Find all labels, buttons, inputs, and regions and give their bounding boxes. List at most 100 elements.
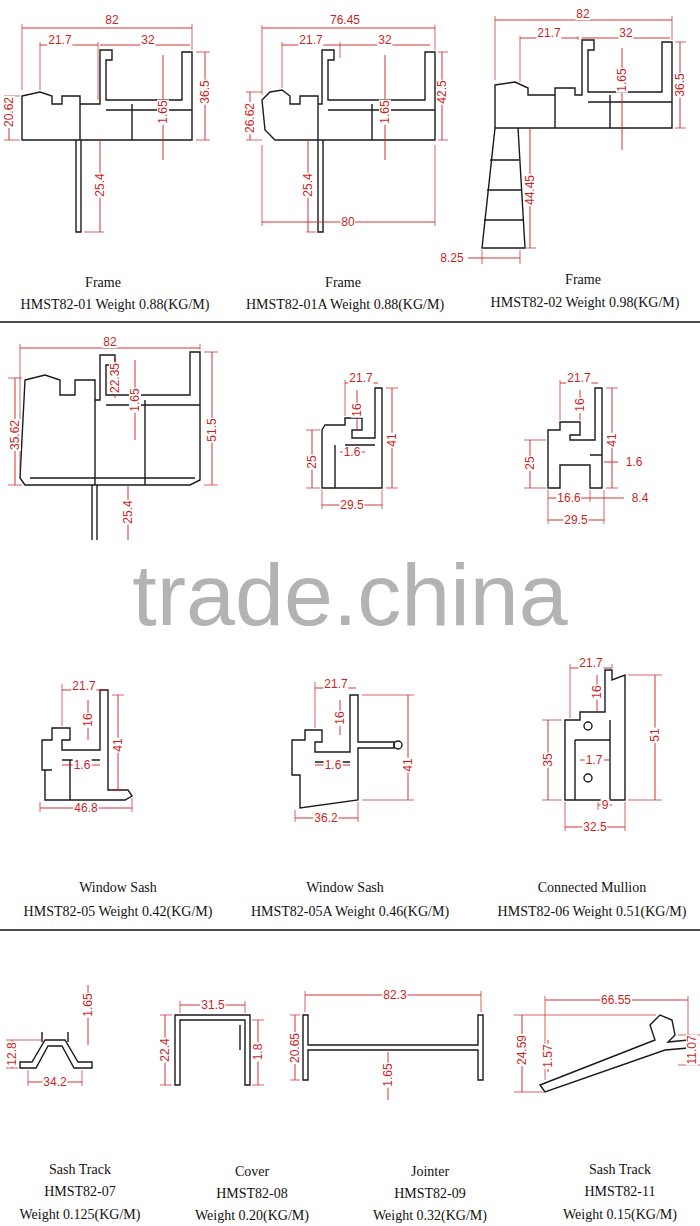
dimension-label: 1.6 <box>625 456 644 468</box>
dimension-line <box>312 383 392 505</box>
profile-outline <box>584 722 592 730</box>
dimension-label: 42.5 <box>436 79 448 104</box>
dimension-label: 1.65 <box>82 992 94 1017</box>
part-caption: Sash Track <box>48 1163 112 1177</box>
profile-outline <box>565 670 625 800</box>
dimension-label: 16 <box>82 712 94 727</box>
dimension-label: 16 <box>574 397 586 412</box>
dimension-label: 22.35 <box>109 362 121 394</box>
dimension-label: 1.65 <box>379 99 391 124</box>
dimension-label: 25.4 <box>122 499 134 524</box>
extension-line <box>542 664 662 831</box>
dimension-label: 34.2 <box>42 1076 67 1088</box>
part-caption: Window Sash <box>78 881 158 895</box>
dimension-label: 21.7 <box>566 372 591 384</box>
dimension-label: 32 <box>140 34 155 46</box>
dimension-line <box>295 995 481 1100</box>
dimension-label: 20.65 <box>289 1032 301 1064</box>
part-caption: Cover <box>234 1165 270 1179</box>
part-caption: HMST82-09 <box>393 1187 467 1201</box>
dimension-line <box>165 1005 258 1085</box>
dimension-label: 16.6 <box>556 492 581 504</box>
profile-outline <box>584 774 592 782</box>
dimension-label: 1.65 <box>382 1062 394 1087</box>
dimension-label: 80 <box>340 216 355 228</box>
part-caption: HMST82-05 Weight 0.42(KG/M) <box>23 905 214 919</box>
dimension-label: 82.3 <box>382 989 407 1001</box>
part-caption: Sash Track <box>588 1163 652 1177</box>
dimension-line <box>295 688 408 818</box>
separator-line <box>0 322 700 930</box>
extension-line <box>482 16 686 264</box>
dimension-line <box>468 20 680 258</box>
dimension-label: 32 <box>377 34 392 46</box>
profile-outline <box>42 690 132 800</box>
dimension-label: 8.25 <box>439 252 464 264</box>
dimension-label: 24.59 <box>516 1034 528 1066</box>
part-caption: Jointer <box>410 1165 450 1179</box>
part-caption: HMST82-07 <box>43 1185 117 1199</box>
extension-line <box>306 380 398 509</box>
profile-outline <box>540 1015 688 1092</box>
part-caption: HMST82-02 Weight 0.98(KG/M) <box>490 296 681 310</box>
extension-line <box>524 380 618 524</box>
dimension-label: 44.45 <box>524 174 536 206</box>
part-caption: Weight 0.125(KG/M) <box>19 1208 142 1222</box>
watermark: trade.china <box>132 551 567 639</box>
dimension-line <box>548 668 655 827</box>
extension-line <box>514 996 700 1092</box>
dimension-label: 36.5 <box>674 72 686 97</box>
dimension-label: 31.5 <box>200 999 225 1011</box>
extension-line <box>4 24 210 232</box>
dimension-label: 35 <box>542 752 554 767</box>
dimension-label: 21.7 <box>323 678 348 690</box>
dimension-label: 11.07 <box>686 1034 698 1065</box>
dimension-label: 1.6 <box>324 759 343 771</box>
part-caption: Connected Mullion <box>537 881 648 895</box>
extension-line <box>160 1001 264 1085</box>
part-caption: HMST82-08 <box>215 1187 289 1201</box>
dimension-label: 9 <box>601 799 610 811</box>
dimension-label: 16 <box>591 684 603 699</box>
dimension-label: 51.5 <box>206 417 218 442</box>
dimension-label: 1.65 <box>157 99 169 124</box>
part-caption: Weight 0.15(KG/M) <box>562 1208 678 1222</box>
dimension-label: 20.62 <box>3 96 15 128</box>
extension-line <box>295 682 414 822</box>
dimension-label: 1.6 <box>73 759 92 771</box>
part-caption: Weight 0.20(KG/M) <box>194 1209 310 1223</box>
dimension-label: 32.5 <box>582 821 607 833</box>
profile-outline <box>20 352 200 540</box>
part-caption: HMST82-11 <box>583 1185 656 1199</box>
part-caption: HMST82-05A Weight 0.46(KG/M) <box>250 905 450 919</box>
dimension-label: 41 <box>606 432 618 447</box>
extension-line <box>246 25 448 232</box>
dimension-label: 29.5 <box>563 514 588 526</box>
profile-outline <box>482 40 672 248</box>
dimension-label: 66.55 <box>600 994 632 1006</box>
dimension-label: 21.7 <box>47 34 72 46</box>
part-caption: Frame <box>564 273 602 287</box>
part-caption: Frame <box>84 276 122 290</box>
dimension-line <box>9 28 205 232</box>
dimension-label: 29.5 <box>339 499 364 511</box>
dimension-label: 16 <box>351 402 363 417</box>
part-caption: HMST82-01 Weight 0.88(KG/M) <box>20 298 211 312</box>
part-caption: Window Sash <box>305 881 385 895</box>
dimension-line <box>522 1000 695 1092</box>
dimension-label: 25 <box>306 454 318 469</box>
dimension-line <box>15 348 212 540</box>
dimension-label: 26.62 <box>244 102 256 134</box>
dimension-label: 21.7 <box>536 27 561 39</box>
dimension-label: 1.7 <box>585 754 604 766</box>
profile-outline <box>262 50 435 232</box>
extension-line <box>8 344 218 485</box>
profile-outline <box>175 1015 250 1085</box>
dimension-label: 41 <box>112 737 124 752</box>
dimension-label: 1.65 <box>129 387 141 412</box>
dimension-label: 1.57 <box>542 1043 554 1068</box>
dimension-label: 21.7 <box>71 680 96 692</box>
dimension-label: 12.8 <box>6 1041 18 1066</box>
extension-line <box>40 684 132 812</box>
part-caption: Frame <box>324 276 362 290</box>
